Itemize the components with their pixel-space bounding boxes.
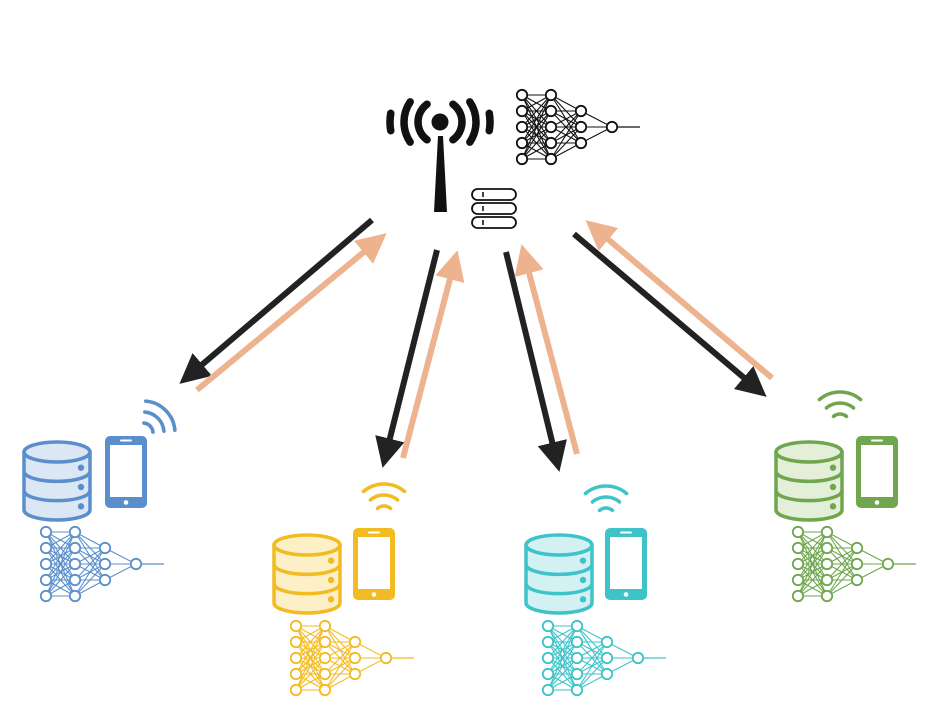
database-icon — [524, 533, 594, 615]
client-1 — [22, 399, 177, 603]
smartphone-icon — [856, 436, 898, 508]
smartphone-icon — [105, 436, 147, 508]
client-3 — [524, 484, 666, 697]
uplink-arrow — [400, 250, 465, 459]
wifi-signal-icon — [361, 482, 407, 511]
client-2 — [272, 482, 414, 697]
wifi-signal-icon — [817, 390, 863, 419]
antenna-tower-icon — [386, 98, 494, 212]
database-icon — [272, 533, 342, 615]
smartphone-icon — [605, 528, 647, 600]
neural-network-icon — [39, 525, 164, 603]
uplink-arrow — [195, 233, 387, 393]
client-4 — [774, 390, 916, 603]
database-icon — [22, 440, 92, 522]
wifi-signal-icon — [583, 484, 629, 513]
server-rack-icon — [471, 188, 517, 229]
database-icon — [774, 440, 844, 522]
central-server — [386, 88, 640, 229]
smartphone-icon — [353, 528, 395, 600]
downlink-arrow — [503, 251, 567, 472]
uplink-arrow — [585, 220, 774, 381]
downlink-arrow — [572, 231, 767, 397]
downlink-arrow — [375, 249, 440, 468]
client-devices — [22, 390, 916, 697]
neural-network-icon — [541, 619, 666, 697]
uplink-arrow — [514, 244, 580, 455]
neural-network-icon — [515, 88, 640, 166]
wifi-signal-icon — [142, 399, 177, 434]
neural-network-icon — [791, 525, 916, 603]
neural-network-icon — [289, 619, 414, 697]
communication-links — [179, 217, 774, 472]
downlink-arrow — [179, 217, 374, 384]
